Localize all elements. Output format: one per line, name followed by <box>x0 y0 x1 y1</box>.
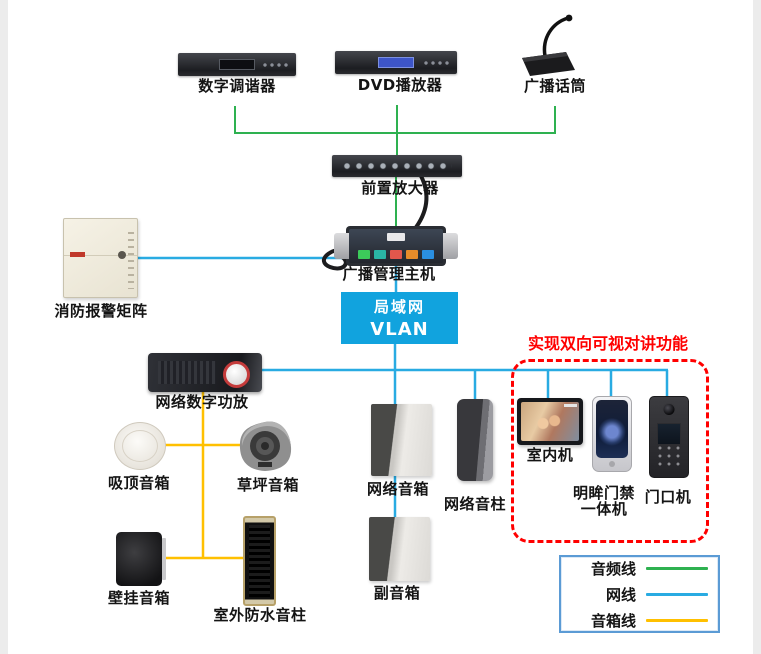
indoor-unit-logo <box>564 404 577 407</box>
vlan-line1: 局域网 <box>373 298 425 316</box>
door-screen <box>657 423 681 445</box>
network-column-icon <box>457 399 493 481</box>
aux-speaker-icon <box>369 517 430 581</box>
broadcast-mic-icon <box>522 14 575 76</box>
access-screen <box>596 400 628 458</box>
network-column-label: 网络音柱 <box>443 495 507 513</box>
lawn-speaker-icon <box>239 421 292 471</box>
host-screen-chip <box>387 233 405 241</box>
broadcast-host-label: 广播管理主机 <box>342 265 436 283</box>
intercom-group-title: 实现双向可视对讲功能 <box>527 334 689 353</box>
preamp-knobs <box>342 160 452 172</box>
legend-row-speaker: 音箱线 <box>571 610 708 631</box>
vlan-box: 局域网 VLAN <box>341 292 458 344</box>
indoor-unit-icon <box>517 398 583 445</box>
audio-line-swatch <box>646 566 708 570</box>
door-camera <box>662 403 676 416</box>
intercom-group-box <box>511 359 709 543</box>
audio-lines <box>234 105 556 228</box>
preamp-device-icon <box>332 155 462 177</box>
aux-speaker-label: 副音箱 <box>373 584 421 602</box>
access-allinone-label: 明眸门禁 一体机 <box>573 485 635 517</box>
dvd-buttons <box>423 60 449 66</box>
fire-alarm-matrix-icon <box>63 218 138 298</box>
ceiling-speaker-label: 吸顶音箱 <box>107 474 171 492</box>
broadcast-mic-label: 广播话筒 <box>523 77 587 95</box>
digital-tuner-device-icon <box>178 53 296 76</box>
amp-vents <box>158 361 216 384</box>
door-keypad <box>658 446 680 470</box>
wall-speaker-icon <box>116 532 166 586</box>
dvd-player-label: DVD播放器 <box>357 76 443 94</box>
dvd-display <box>378 57 414 68</box>
indoor-unit-screen <box>521 402 579 441</box>
fire-box-seam <box>64 254 137 256</box>
tuner-label: 数字调谐器 <box>198 77 276 95</box>
speaker-line-swatch <box>646 618 708 622</box>
fire-box-lock <box>118 250 126 259</box>
lawn-speaker-label: 草坪音箱 <box>236 476 300 494</box>
vlan-line2: VLAN <box>370 319 429 340</box>
outdoor-column-label: 室外防水音柱 <box>213 606 307 624</box>
dvd-player-device-icon <box>335 51 457 74</box>
legend-network-label: 网线 <box>605 585 636 604</box>
amp-knob <box>223 361 250 388</box>
network-amp-icon <box>148 353 262 392</box>
wall-speaker-label: 壁挂音箱 <box>107 589 171 607</box>
tuner-display <box>219 59 255 70</box>
network-speaker-label: 网络音箱 <box>366 480 430 498</box>
door-unit-icon <box>649 396 689 478</box>
host-app-icons <box>358 250 434 259</box>
network-lines <box>138 256 669 517</box>
legend: 音频线 网线 音箱线 <box>559 555 720 633</box>
left-margin-strip <box>0 0 8 654</box>
right-margin-strip <box>753 0 761 654</box>
network-speaker-icon <box>371 404 432 476</box>
outdoor-column-icon <box>243 516 276 606</box>
host-screen <box>349 229 443 263</box>
tuner-buttons <box>262 62 288 68</box>
access-label-line2: 一体机 <box>580 500 628 518</box>
access-allinone-icon <box>592 396 632 472</box>
fire-matrix-label: 消防报警矩阵 <box>54 302 148 320</box>
preamp-label: 前置放大器 <box>361 179 439 197</box>
indoor-unit-label: 室内机 <box>526 446 574 464</box>
legend-row-audio: 音频线 <box>571 558 708 579</box>
ceiling-speaker-icon <box>114 422 166 470</box>
door-unit-label: 门口机 <box>644 488 692 506</box>
legend-row-network: 网线 <box>571 584 708 605</box>
legend-audio-label: 音频线 <box>590 559 636 578</box>
speaker-lines <box>161 391 245 560</box>
broadcast-host-icon <box>334 226 458 266</box>
network-amp-label: 网络数字功放 <box>155 393 249 411</box>
fire-box-vents <box>128 227 134 289</box>
fire-box-logo <box>70 251 85 257</box>
network-line-swatch <box>646 592 708 596</box>
legend-speaker-label: 音箱线 <box>590 611 636 630</box>
access-home-button <box>609 461 615 467</box>
access-label-line1: 明眸门禁 <box>572 484 636 502</box>
